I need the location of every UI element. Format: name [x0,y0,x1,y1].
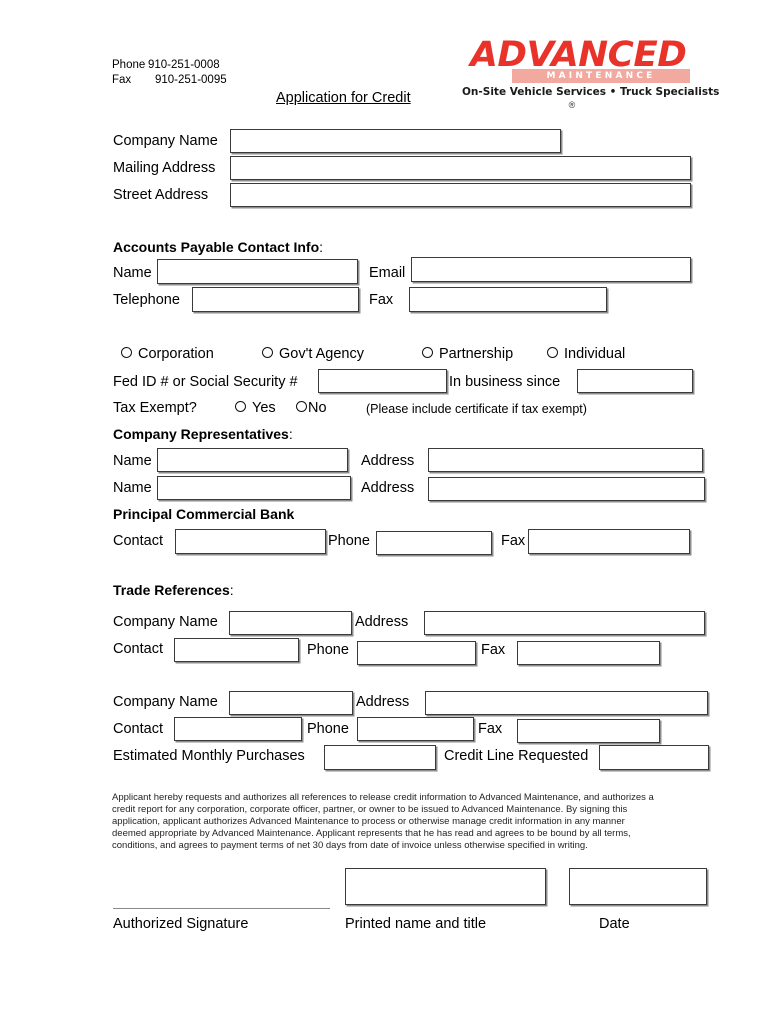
rep1-name-input[interactable] [157,448,348,472]
ref1-address-label: Address [355,614,409,630]
logo-tagline: On-Site Vehicle Services • Truck Special… [462,86,720,98]
advanced-maintenance-logo: ADVANCED MAINTENANCE On-Site Vehicle Ser… [462,38,720,112]
radio-govt-agency-label[interactable]: Gov't Agency [279,346,364,362]
company-representatives-heading-text: Company Representatives [113,426,289,442]
estimated-monthly-purchases-label: Estimated Monthly Purchases [113,748,305,764]
accounts-payable-heading-text: Accounts Payable Contact Info [113,239,320,255]
ref1-company-name-input[interactable] [229,611,352,635]
ref2-company-name-input[interactable] [229,691,353,715]
radio-partnership-label[interactable]: Partnership [439,346,514,362]
radio-tax-exempt-yes[interactable] [235,401,246,412]
date-input[interactable] [569,868,707,905]
ref1-company-name-label: Company Name [113,614,218,630]
radio-partnership[interactable] [422,347,433,358]
ref1-phone-label: Phone [307,642,349,658]
radio-corporation[interactable] [121,347,132,358]
radio-tax-exempt-yes-label[interactable]: Yes [252,400,276,416]
ref2-contact-label: Contact [113,721,163,737]
radio-corporation-label[interactable]: Corporation [138,346,214,362]
tax-exempt-note: (Please include certificate if tax exemp… [366,402,587,416]
printed-name-and-title-label: Printed name and title [345,916,487,932]
logo-subwordmark: MAINTENANCE [546,71,656,81]
in-business-since-label: In business since [449,374,561,390]
credit-line-requested-input[interactable] [599,745,709,770]
bank-phone-input[interactable] [376,531,492,555]
bank-contact-input[interactable] [175,529,326,554]
ap-telephone-label: Telephone [113,292,180,308]
rep2-address-label: Address [361,480,415,496]
bank-heading: Principal Commercial Bank [113,506,295,522]
ref2-address-input[interactable] [425,691,708,715]
street-address-label: Street Address [113,187,209,203]
ref2-phone-label: Phone [307,721,349,737]
rep1-address-input[interactable] [428,448,703,472]
fax-label: Fax [112,74,132,86]
fed-id-input[interactable] [318,369,447,393]
fax-value: 910-251-0095 [155,74,227,86]
ref1-fax-label: Fax [481,642,506,658]
rep1-name-label: Name [113,453,152,469]
ref1-phone-input[interactable] [357,641,476,665]
trade-references-heading-colon: : [229,582,234,598]
bank-phone-label: Phone [328,533,370,549]
ap-telephone-input[interactable] [192,287,359,312]
trade-references-heading-text: Trade References [113,582,230,598]
rep2-address-input[interactable] [428,477,705,501]
estimated-monthly-purchases-input[interactable] [324,745,436,770]
ref1-contact-input[interactable] [174,638,299,662]
radio-individual[interactable] [547,347,558,358]
mailing-address-label: Mailing Address [113,160,216,176]
mailing-address-input[interactable] [230,156,691,180]
ap-name-label: Name [113,265,152,281]
ref2-company-name-label: Company Name [113,694,218,710]
company-representatives-heading-colon: : [288,426,293,442]
accounts-payable-heading: Accounts Payable Contact Info: [113,238,323,256]
company-name-input[interactable] [230,129,561,153]
company-name-label: Company Name [113,133,218,149]
registered-trademark-icon: ® [568,100,576,110]
radio-govt-agency[interactable] [262,347,273,358]
printed-name-and-title-input[interactable] [345,868,546,905]
ref2-phone-input[interactable] [357,717,474,741]
legal-disclaimer-text: Applicant hereby requests and authorizes… [112,792,654,852]
ref2-fax-label: Fax [478,721,503,737]
rep2-name-input[interactable] [157,476,351,500]
bank-fax-label: Fax [501,533,526,549]
ref1-fax-input[interactable] [517,641,660,665]
rep2-name-label: Name [113,480,152,496]
rep1-address-label: Address [361,453,415,469]
tax-exempt-label: Tax Exempt? [113,400,197,416]
street-address-input[interactable] [230,183,691,207]
authorized-signature-label: Authorized Signature [113,916,249,932]
phone-value: 910-251-0008 [148,59,220,71]
radio-individual-label[interactable]: Individual [564,346,626,362]
logo-wordmark: ADVANCED [470,35,687,75]
bank-fax-input[interactable] [528,529,690,554]
ref2-contact-input[interactable] [174,717,302,741]
ap-name-input[interactable] [157,259,358,284]
in-business-since-input[interactable] [577,369,693,393]
logo-band: MAINTENANCE [512,69,690,83]
bank-contact-label: Contact [113,533,163,549]
credit-line-requested-label: Credit Line Requested [444,748,589,764]
ref2-fax-input[interactable] [517,719,660,743]
ap-fax-label: Fax [369,292,394,308]
ap-fax-input[interactable] [409,287,607,312]
ref1-address-input[interactable] [424,611,705,635]
radio-tax-exempt-no-label[interactable]: No [308,400,327,416]
accounts-payable-heading-colon: : [319,239,324,255]
company-representatives-heading: Company Representatives: [113,425,293,443]
trade-references-heading: Trade References: [113,581,234,599]
signature-line [113,908,330,909]
fed-id-label: Fed ID # or Social Security # [113,374,298,390]
phone-label: Phone [112,59,146,71]
ref2-address-label: Address [356,694,410,710]
page-title: Application for Credit [276,90,411,106]
ap-email-input[interactable] [411,257,691,282]
date-label: Date [599,916,630,932]
ref1-contact-label: Contact [113,641,163,657]
ap-email-label: Email [369,265,406,281]
radio-tax-exempt-no[interactable] [296,401,307,412]
